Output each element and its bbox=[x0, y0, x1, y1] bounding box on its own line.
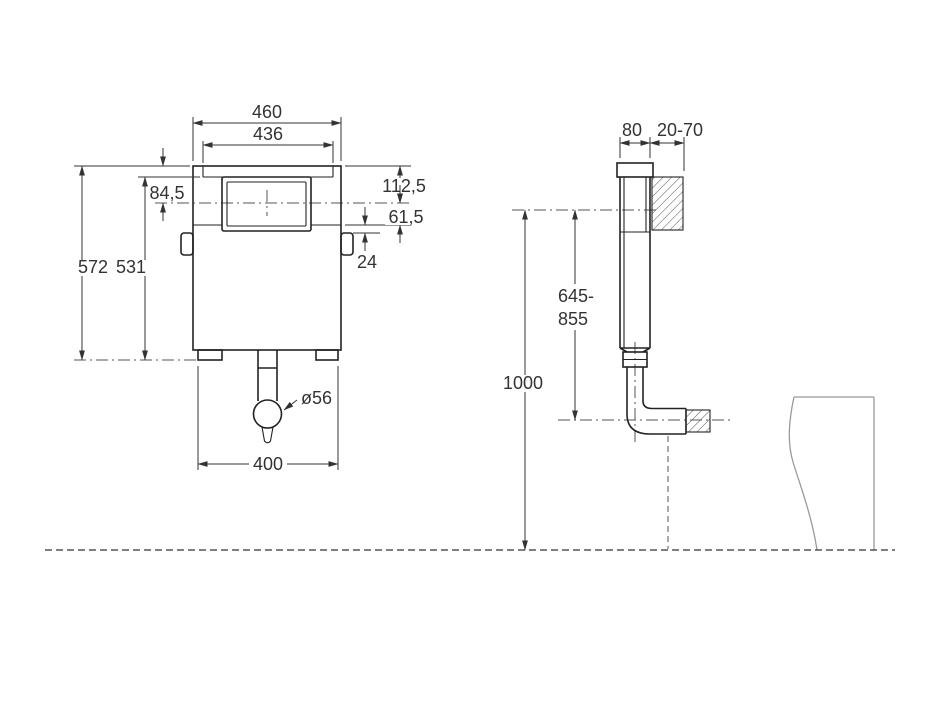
dim-center-to-seam: 61,5 bbox=[345, 185, 427, 243]
dim-width-bottom: 400 bbox=[197, 366, 339, 474]
side-view-drawing bbox=[616, 162, 875, 551]
foot-flange-right bbox=[315, 349, 339, 361]
dim-height-inner: 531 bbox=[113, 176, 200, 361]
dim-depth: 80 bbox=[619, 120, 651, 158]
outlet-valve-tip bbox=[261, 426, 274, 444]
dim-width-inner: 436 bbox=[202, 124, 334, 163]
foot-flange-left bbox=[197, 349, 223, 361]
dim-floor-height-label: 1000 bbox=[503, 373, 543, 393]
label-background bbox=[147, 186, 187, 201]
cistern-inner-walls bbox=[623, 177, 647, 348]
access-panel-outer bbox=[221, 176, 312, 232]
cistern-top-cap bbox=[616, 162, 654, 178]
dim-floor-height: 1000 bbox=[499, 209, 548, 551]
dim-width-outer: 460 bbox=[192, 102, 342, 161]
dim-height-inner-label: 531 bbox=[116, 257, 146, 277]
dim-height-total-label: 572 bbox=[78, 257, 108, 277]
dim-center-to-seam-label: 61,5 bbox=[388, 207, 423, 227]
front-view-centerlines bbox=[74, 190, 411, 361]
wall-section-hatch bbox=[652, 177, 683, 230]
front-view-drawing bbox=[180, 165, 354, 444]
extension-lines bbox=[619, 137, 651, 158]
dim-top-to-center: 112,5 bbox=[345, 165, 430, 204]
fixing-bracket-right bbox=[340, 232, 354, 256]
extension-lines bbox=[197, 366, 339, 470]
dim-top-to-center-label: 112,5 bbox=[382, 176, 426, 196]
dim-seam-offset-label: 24 bbox=[357, 252, 377, 272]
dim-outlet-range-label-line2: 855 bbox=[558, 309, 588, 329]
dim-width-inner-label: 436 bbox=[253, 124, 283, 144]
flush-pipe bbox=[626, 367, 644, 401]
outlet-pipe bbox=[257, 350, 278, 401]
outlet-connector-hatch bbox=[686, 410, 710, 432]
dim-width-bottom-label: 400 bbox=[253, 454, 283, 474]
outlet-circle bbox=[252, 399, 283, 429]
leader-line bbox=[283, 399, 298, 411]
dim-wall-range-label: 20-70 bbox=[657, 120, 703, 140]
dim-outlet-range: 645- 855 bbox=[554, 209, 612, 421]
toilet-pan-outline bbox=[788, 396, 875, 551]
extension-lines bbox=[202, 141, 334, 163]
wall-section-outline bbox=[651, 176, 684, 231]
dim-top-offset-label: 84,5 bbox=[149, 183, 184, 203]
tank-shoulder-lines bbox=[202, 166, 334, 178]
access-panel-inner bbox=[226, 181, 307, 227]
label-background bbox=[249, 456, 287, 472]
outlet-connector-outline bbox=[685, 409, 711, 433]
dim-outlet-diameter-label: ø56 bbox=[301, 388, 332, 408]
dim-outlet-range-label-line1: 645- bbox=[558, 286, 594, 306]
cistern-side-walls bbox=[619, 177, 651, 348]
dim-height-total: 572 bbox=[74, 165, 190, 361]
dim-top-offset: 84,5 bbox=[147, 148, 187, 221]
dim-wall-range: 20-70 bbox=[649, 120, 703, 171]
label-background bbox=[76, 260, 110, 276]
dim-width-outer-label: 460 bbox=[252, 102, 282, 122]
cistern-body-outline bbox=[192, 165, 342, 351]
label-background bbox=[378, 178, 430, 194]
label-background bbox=[554, 284, 612, 330]
fixing-bracket-left bbox=[180, 232, 194, 256]
label-background bbox=[385, 210, 427, 225]
label-background bbox=[113, 260, 149, 276]
elbow-outlet bbox=[626, 400, 687, 435]
dim-outlet-diameter: ø56 bbox=[283, 388, 332, 411]
label-background bbox=[499, 375, 548, 392]
dim-seam-offset: 24 bbox=[353, 207, 380, 272]
dim-depth-label: 80 bbox=[622, 120, 642, 140]
